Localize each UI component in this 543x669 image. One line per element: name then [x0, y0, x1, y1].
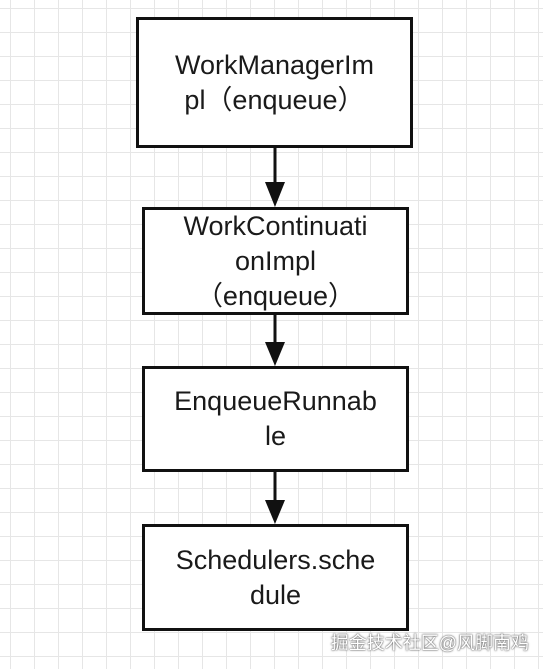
node-label: Schedulers.sche dule	[175, 544, 376, 610]
node-workcontinuationimpl: WorkContinuati onImpl （enqueue）	[142, 207, 409, 315]
node-schedulers-schedule: Schedulers.sche dule	[142, 524, 409, 631]
arrowhead-icon	[265, 500, 285, 524]
arrowhead-icon	[265, 342, 285, 366]
edge-n2-n3	[265, 315, 285, 366]
node-workmanagerimpl: WorkManagerIm pl（enqueue）	[136, 17, 413, 148]
watermark-text: 掘金技术社区@风脚南鸡	[330, 633, 529, 653]
edge-n3-n4	[265, 472, 285, 524]
arrowhead-icon	[265, 182, 285, 207]
node-label: WorkContinuati onImpl （enqueue）	[183, 210, 368, 311]
edge-n1-n2	[265, 148, 285, 207]
node-label: WorkManagerIm pl（enqueue）	[174, 49, 375, 115]
node-label: EnqueueRunnab le	[174, 386, 377, 451]
node-enqueuerunnable: EnqueueRunnab le	[142, 366, 409, 472]
